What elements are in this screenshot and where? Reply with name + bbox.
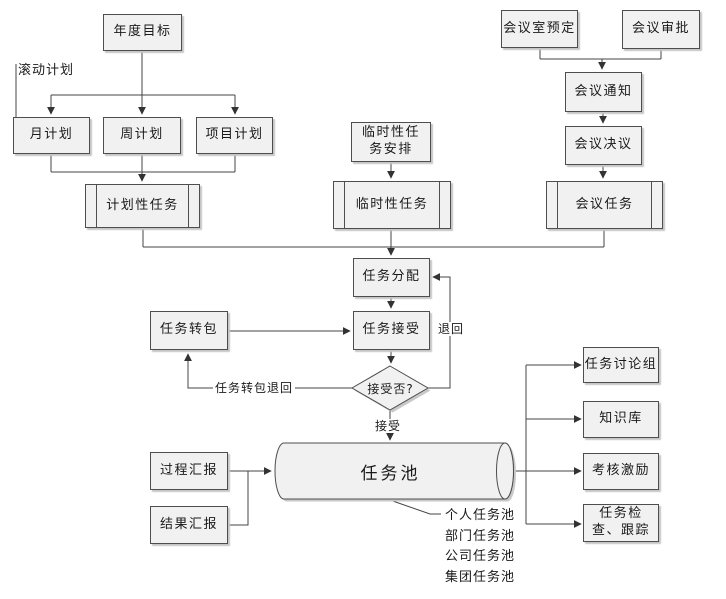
node-task-accept: 任务接受 bbox=[353, 311, 430, 350]
node-task-assign: 任务分配 bbox=[353, 258, 430, 297]
node-meeting-tasks: 会议任务 bbox=[546, 181, 663, 229]
node-result-report: 结果汇报 bbox=[150, 506, 228, 544]
node-knowledge-base: 知识库 bbox=[583, 401, 659, 438]
edge-plans-merge bbox=[50, 154, 236, 173]
node-assessment-incentive: 考核激励 bbox=[583, 453, 659, 490]
task-pool-label: 任务池 bbox=[360, 463, 421, 484]
task-pool-cylinder-cap bbox=[496, 442, 514, 500]
decision-diamond bbox=[351, 365, 429, 411]
decision-label: 接受否? bbox=[367, 381, 414, 396]
node-meeting-approval: 会议审批 bbox=[622, 10, 700, 49]
edge-label-return: 退回 bbox=[436, 322, 467, 336]
node-meeting-room-reserve: 会议室预定 bbox=[501, 10, 578, 48]
node-week-plan: 周计划 bbox=[103, 117, 181, 154]
node-planned-tasks: 计划性任务 bbox=[85, 184, 200, 228]
node-task-subcontract: 任务转包 bbox=[150, 311, 228, 350]
pool-type-item: 部门任务池 bbox=[445, 528, 516, 544]
pool-type-list: 个人任务池 部门任务池 公司任务池 集团任务池 bbox=[445, 506, 515, 588]
edge-annualgoal-split bbox=[51, 51, 235, 96]
pool-type-item: 公司任务池 bbox=[445, 549, 516, 564]
node-annual-goal: 年度目标 bbox=[103, 14, 182, 51]
rolling-plan-label: 滚动计划 bbox=[18, 63, 75, 78]
pool-type-item: 个人任务池 bbox=[445, 508, 516, 523]
node-process-report: 过程汇报 bbox=[150, 452, 228, 490]
node-meeting-notice: 会议通知 bbox=[565, 72, 642, 112]
edge-reports-merge bbox=[228, 470, 249, 526]
node-task-check-track: 任务检查、跟踪 bbox=[583, 504, 659, 542]
edge-decision-to-subcontract bbox=[184, 353, 352, 389]
edge-sources-merge bbox=[142, 228, 605, 248]
node-temp-tasks: 临时性任务 bbox=[333, 181, 451, 229]
node-project-plan: 项目计划 bbox=[196, 117, 273, 154]
pool-type-item: 集团任务池 bbox=[445, 569, 516, 585]
edge-label-subcontract-return: 任务转包退回 bbox=[213, 381, 295, 395]
pool-callout-leader bbox=[386, 498, 441, 515]
edge-label-accept: 接受 bbox=[373, 419, 404, 433]
edge-meetings-merge bbox=[539, 48, 662, 60]
node-month-plan: 月计划 bbox=[13, 117, 90, 154]
edge-pool-out bbox=[513, 365, 527, 524]
node-task-discussion-group: 任务讨论组 bbox=[583, 347, 659, 383]
node-meeting-resolution: 会议决议 bbox=[565, 126, 642, 165]
node-temp-task-arrange: 临时性任务安排 bbox=[351, 122, 431, 162]
